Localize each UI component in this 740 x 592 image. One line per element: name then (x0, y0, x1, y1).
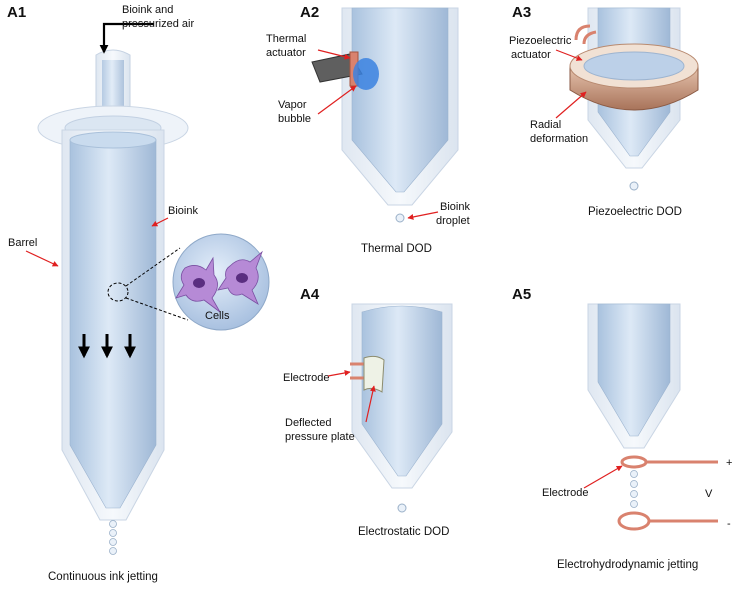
inlet-label-line2: pressurized air (122, 18, 194, 30)
a5-nozzle-bioink (597, 303, 671, 437)
a4-electrode-pointer (327, 370, 351, 377)
inlet-arrow (99, 22, 154, 54)
pressure-plate-pointer (365, 385, 376, 423)
inlet-label-line1: Bioink and (122, 4, 173, 16)
panel-a2-id: A2 (300, 4, 319, 21)
pressure-plate-label-line1: Deflected (285, 417, 331, 429)
panel-a1-caption: Continuous ink jetting (48, 571, 158, 583)
minus-sign: - (727, 518, 731, 530)
panel-a5-id: A5 (512, 286, 531, 303)
vapor-bubble-label-line2: bubble (278, 113, 311, 125)
jet-droplets (109, 520, 117, 555)
barrel-pointer (25, 250, 59, 267)
barrel-bioink (69, 132, 157, 509)
flow-arrows (78, 334, 136, 359)
vapor-bubble-shape (353, 58, 379, 90)
electrostatic-electrode (350, 355, 385, 393)
a2-droplet (395, 213, 405, 223)
droplet-pointer (407, 211, 439, 220)
a5-electrode-pointer (583, 465, 623, 489)
a4-droplet (397, 503, 407, 513)
panel-a3-caption: Piezoelectric DOD (588, 206, 682, 218)
bioink-label: Bioink (168, 205, 198, 217)
panel-a3-id: A3 (512, 4, 531, 21)
voltage-label: V (705, 488, 713, 500)
plus-sign: + (726, 457, 732, 469)
vapor-bubble-label-line1: Vapor (278, 99, 307, 111)
panel-a5-caption: Electrohydrodynamic jetting (557, 559, 698, 571)
thermal-actuator-label-line1: Thermal (266, 33, 306, 45)
panel-a2: A2 Thermal actuator Vapor bubble Bioink … (266, 4, 470, 255)
panel-a4-id: A4 (300, 286, 320, 303)
piezo-actuator-label-line2: actuator (511, 49, 551, 61)
piezo-actuator-pointer (555, 49, 583, 61)
droplet-label-line1: Bioink (440, 201, 470, 213)
panel-a3: A3 Piezoelectric actuator Radial deforma… (509, 4, 699, 218)
ehd-jet (630, 470, 638, 508)
radial-deformation-label-line2: deformation (530, 133, 588, 145)
a3-droplet (629, 181, 639, 191)
radial-deformation-pointer (555, 91, 587, 119)
a5-electrode-label: Electrode (542, 487, 588, 499)
panel-a1: A1 Bioink and pressurized air Barrel Bio… (7, 4, 270, 583)
a4-nozzle-bioink (361, 305, 443, 477)
panel-a1-id: A1 (7, 4, 26, 21)
radial-deformation-label-line1: Radial (530, 119, 561, 131)
cells-circle (172, 233, 270, 331)
ehd-upper-electrode (620, 455, 718, 469)
barrel-label: Barrel (8, 237, 37, 249)
a4-electrode-label: Electrode (283, 372, 329, 384)
vapor-bubble-pointer (317, 85, 357, 115)
pressure-plate-label-line2: pressure plate (285, 431, 355, 443)
a2-nozzle-bioink (351, 7, 449, 193)
panel-a5: A5 Electrode + V - Electrohydrodynamic j… (512, 286, 732, 571)
thermal-actuator-pointer (317, 49, 351, 60)
thermal-actuator (311, 51, 379, 90)
panel-a2-caption: Thermal DOD (361, 243, 432, 255)
panel-a4-caption: Electrostatic DOD (358, 526, 449, 538)
panel-a4: A4 Electrode Deflected pressure plate El… (283, 286, 453, 538)
droplet-label-line2: droplet (436, 215, 470, 227)
cells-callout: Cells (107, 233, 270, 331)
cells-label: Cells (205, 310, 230, 322)
thermal-actuator-label-line2: actuator (266, 47, 306, 59)
ehd-lower-electrode (617, 511, 718, 531)
piezo-actuator-label-line1: Piezoelectric (509, 35, 572, 47)
bioink-pointer (151, 217, 169, 227)
piezo-ring (569, 24, 699, 111)
pressure-plate-shape (363, 355, 385, 393)
